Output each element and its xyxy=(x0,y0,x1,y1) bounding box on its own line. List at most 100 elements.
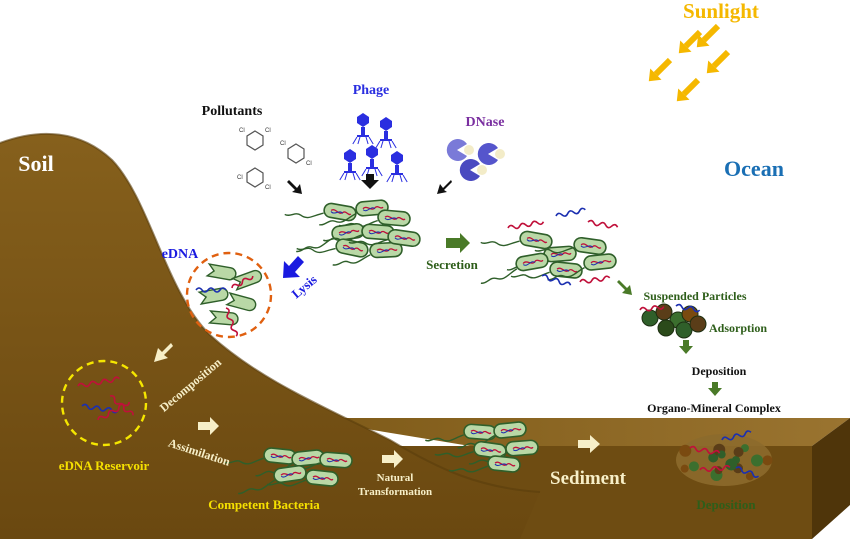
deposition-water-label: Deposition xyxy=(692,364,747,378)
phage-cluster xyxy=(339,113,408,183)
pollutants-label: Pollutants xyxy=(202,104,263,119)
bacteria-icon xyxy=(284,202,357,222)
dna-strand-icon xyxy=(541,274,572,286)
dna-strand-icon xyxy=(721,430,752,441)
suspended-particle-icon xyxy=(655,303,673,321)
deposit-particle-icon xyxy=(733,446,744,457)
phage-icon xyxy=(339,149,361,181)
sun-ray-arrow-icon xyxy=(678,29,703,54)
adsorption-label: Adsorption xyxy=(709,321,767,335)
to-particles-arrow-icon xyxy=(617,280,632,295)
natural-transformation-label-2: Transformation xyxy=(358,486,432,498)
bacteria-icon xyxy=(348,228,421,248)
svg-text:Cl: Cl xyxy=(265,128,271,134)
dna-strand-icon xyxy=(231,275,254,289)
dna-strand-icon xyxy=(735,466,759,478)
edna-reservoir-dashed-circle xyxy=(60,359,148,447)
edna-reservoir-label: eDNA Reservoir xyxy=(59,458,150,473)
lysis-arrow-icon xyxy=(283,256,304,278)
dna-strand-icon xyxy=(689,445,721,455)
soil-shadow xyxy=(0,132,541,493)
deposition-arrow-icon xyxy=(708,382,722,396)
bacteria-cluster-secreted xyxy=(480,207,619,286)
bacteria-cluster-transformation xyxy=(425,421,539,473)
bacteria-icon xyxy=(547,253,617,281)
dnase-arrow-icon xyxy=(437,180,452,194)
phage-icon xyxy=(375,117,397,149)
bacteria-icon xyxy=(534,236,607,256)
phage-icon xyxy=(386,151,408,183)
dna-strand-icon xyxy=(195,287,227,293)
natural-transformation-label-1: Natural xyxy=(377,472,414,484)
dna-strand-icon xyxy=(225,307,239,337)
deposit-particle-icon xyxy=(745,472,754,481)
sun-rays xyxy=(648,23,731,102)
sediment-label: Sediment xyxy=(550,468,627,489)
dnase-enzymes xyxy=(446,139,505,181)
assimilation-arrow-icon xyxy=(198,417,219,435)
deposit-particle-icon xyxy=(688,461,699,472)
bacteria-icon xyxy=(480,230,553,250)
deposition-sediment-label: Deposition xyxy=(696,497,756,512)
edna-label: eDNA xyxy=(162,247,199,262)
suspended-particle-icon xyxy=(689,315,707,333)
pollutant-molecule-icon: Cl Cl xyxy=(239,128,271,151)
bacteria-icon xyxy=(457,421,527,449)
deposit-particle-icon xyxy=(762,455,773,466)
bacteria-cluster-competent xyxy=(224,447,353,495)
deposit-particle-icon xyxy=(714,466,723,475)
deposit-particle-icon xyxy=(708,452,719,463)
suspended-particle-icon xyxy=(657,319,675,337)
sun-ray-arrow-icon xyxy=(696,23,721,48)
bacteria-icon xyxy=(434,440,507,460)
dna-strand-icon xyxy=(699,464,731,473)
edna-dashed-circle xyxy=(185,251,273,339)
organo-mineral-label: Organo-Mineral Complex xyxy=(647,401,781,415)
svg-text:Cl: Cl xyxy=(280,141,286,147)
phage-icon xyxy=(361,145,383,177)
sun-ray-arrow-icon xyxy=(676,77,701,102)
sunlight-label: Sunlight xyxy=(683,0,759,23)
phage-label: Phage xyxy=(353,83,390,98)
bacteria-icon xyxy=(480,252,549,284)
bacteria-icon xyxy=(296,238,369,258)
deposit-particle-icon xyxy=(680,464,689,473)
suspended-particles-label: Suspended Particles xyxy=(643,289,746,303)
deposit-particle-icon xyxy=(750,454,763,467)
suspended-particles-cluster xyxy=(639,303,707,339)
dnase-enzyme-icon xyxy=(446,139,474,161)
bacteria-icon xyxy=(266,469,339,487)
secretion-label: Secretion xyxy=(426,257,479,272)
soil-hill xyxy=(0,133,540,539)
bacteria-cluster-center xyxy=(284,199,421,266)
transformation-arrow-icon xyxy=(382,450,403,468)
secretion-arrow-icon xyxy=(446,233,470,253)
bacteria-icon xyxy=(296,222,365,253)
sun-ray-arrow-icon xyxy=(706,49,731,74)
sunlight-group: Sunlight xyxy=(648,0,759,102)
dna-strand-icon xyxy=(579,275,611,284)
lysed-cell-fragment-icon xyxy=(225,291,257,312)
pollutant-molecule-icon: Cl Cl xyxy=(237,167,271,191)
pollutant-arrow-icon xyxy=(287,180,302,194)
bacteria-icon xyxy=(425,423,497,442)
phage-icon xyxy=(352,113,374,145)
dnase-enzyme-icon xyxy=(459,159,487,181)
soil-label: Soil xyxy=(18,151,53,176)
dnase-label: DNase xyxy=(466,115,505,130)
sun-ray-arrow-icon xyxy=(648,57,673,82)
phage-arrow-icon xyxy=(361,174,379,189)
dna-strand-icon xyxy=(639,305,665,312)
lysed-cell-fragment-icon xyxy=(207,310,239,326)
dna-strand-icon xyxy=(507,220,545,230)
deposit-particle-icon xyxy=(725,458,738,471)
dna-strand-icon xyxy=(555,207,586,217)
decomposition-arrow-icon xyxy=(154,343,173,362)
dna-strand-icon xyxy=(77,376,120,388)
deposit-particle-icon xyxy=(679,444,692,457)
edna-lysed-cells xyxy=(195,263,263,337)
bacteria-icon xyxy=(448,455,521,473)
lysed-cell-fragment-icon xyxy=(205,263,237,281)
